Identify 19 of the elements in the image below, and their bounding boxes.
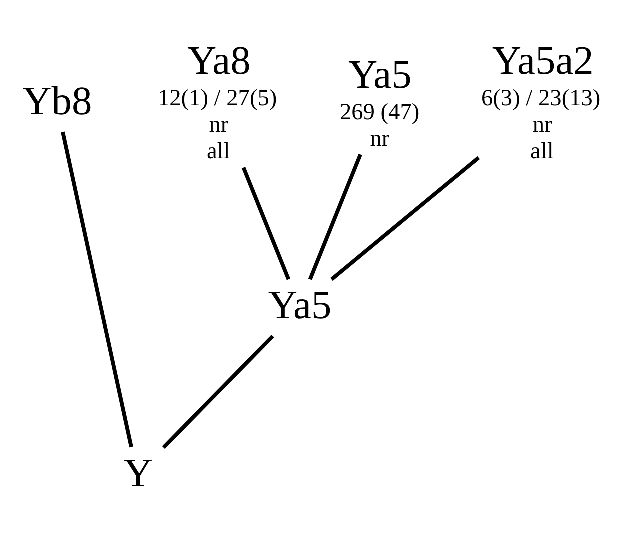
node-label: nr	[532, 112, 552, 138]
node-text: Yb8	[22, 78, 92, 124]
node-text: Y	[124, 450, 153, 496]
node-label: 269 (47)	[340, 100, 420, 126]
node-text: Ya5a2	[492, 38, 594, 84]
connector	[330, 156, 480, 282]
connector	[308, 154, 362, 280]
connector	[162, 334, 274, 450]
node-label: all	[530, 138, 554, 164]
node-text: Ya5	[268, 282, 332, 328]
node-label: 12(1) / 27(5)	[158, 86, 278, 112]
node-label: nr	[370, 126, 390, 152]
node-label: all	[206, 138, 230, 164]
node-text: Ya8	[188, 38, 251, 84]
node-label: nr	[209, 112, 229, 138]
connector	[242, 167, 291, 280]
node-text: Ya5	[348, 52, 412, 98]
node-label: 6(3) / 23(13)	[482, 86, 601, 112]
connector	[61, 132, 134, 448]
